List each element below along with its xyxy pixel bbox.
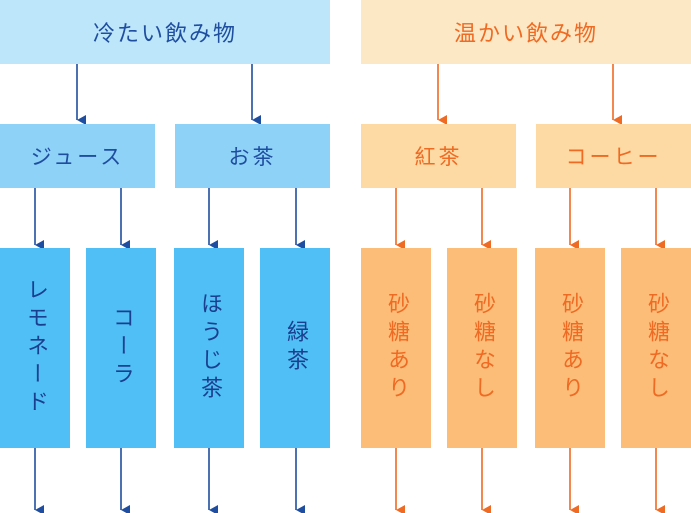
item-houjicha: ほうじ茶 — [174, 248, 244, 448]
item-black-tea-with-sugar: 砂糖あり — [361, 248, 431, 448]
item-lemonade-label: レモネード — [23, 278, 48, 418]
item-green-tea: 緑茶 — [260, 248, 330, 448]
item-coffee-no-sugar: 砂糖なし — [621, 248, 691, 448]
warm-drinks-header: 温かい飲み物 — [361, 0, 691, 64]
item-black-tea-no-sugar: 砂糖なし — [447, 248, 517, 448]
item-black-tea-no-sugar-label: 砂糖なし — [470, 292, 495, 404]
item-cola: コーラ — [86, 248, 156, 448]
item-coffee-with-sugar-label: 砂糖あり — [558, 292, 583, 404]
category-juice: ジュース — [0, 124, 155, 188]
item-lemonade: レモネード — [0, 248, 70, 448]
category-coffee: コーヒー — [536, 124, 691, 188]
item-houjicha-label: ほうじ茶 — [197, 292, 222, 404]
item-cola-label: コーラ — [109, 306, 134, 390]
category-tea: お茶 — [175, 124, 330, 188]
item-black-tea-with-sugar-label: 砂糖あり — [384, 292, 409, 404]
category-black-tea: 紅茶 — [361, 124, 516, 188]
item-coffee-with-sugar: 砂糖あり — [535, 248, 605, 448]
item-coffee-no-sugar-label: 砂糖なし — [644, 292, 669, 404]
cold-drinks-header: 冷たい飲み物 — [0, 0, 330, 64]
item-green-tea-label: 緑茶 — [283, 320, 308, 376]
